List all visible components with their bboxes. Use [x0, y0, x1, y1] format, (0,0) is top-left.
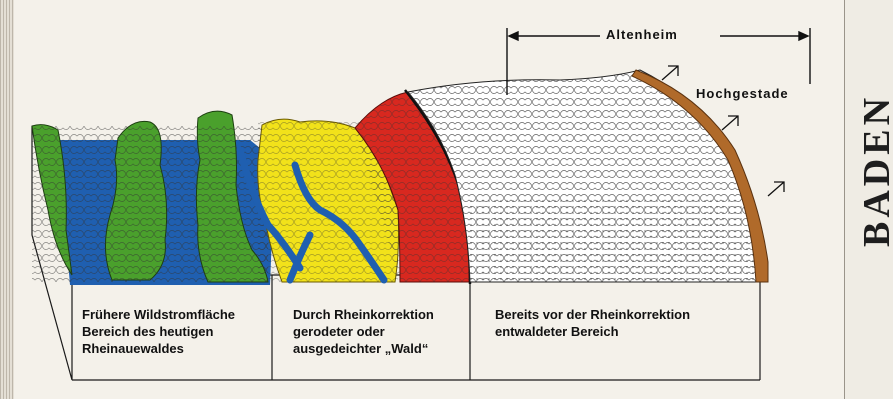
hochgestade-label: Hochgestade: [692, 86, 793, 101]
caption-entwaldet: Bereits vor der Rheinkorrektion entwalde…: [495, 306, 755, 340]
caption-line: Durch Rheinkorrektion: [293, 306, 465, 323]
caption-line: Bereits vor der Rheinkorrektion: [495, 306, 755, 323]
caption-line: Bereich des heutigen: [82, 323, 270, 340]
caption-wildstrom: Frühere Wildstromfläche Bereich des heut…: [82, 306, 270, 357]
caption-line: entwaldeter Bereich: [495, 323, 755, 340]
floodplain-forest: [32, 111, 268, 282]
altenheim-label: Altenheim: [602, 27, 682, 42]
caption-line: gerodeter oder: [293, 323, 465, 340]
caption-line: ausgedeichter „Wald“: [293, 340, 465, 357]
caption-rheinkorrektion: Durch Rheinkorrektion gerodeter oder aus…: [293, 306, 465, 357]
caption-line: Frühere Wildstromfläche: [82, 306, 270, 323]
caption-line: Rheinauewaldes: [82, 340, 270, 357]
